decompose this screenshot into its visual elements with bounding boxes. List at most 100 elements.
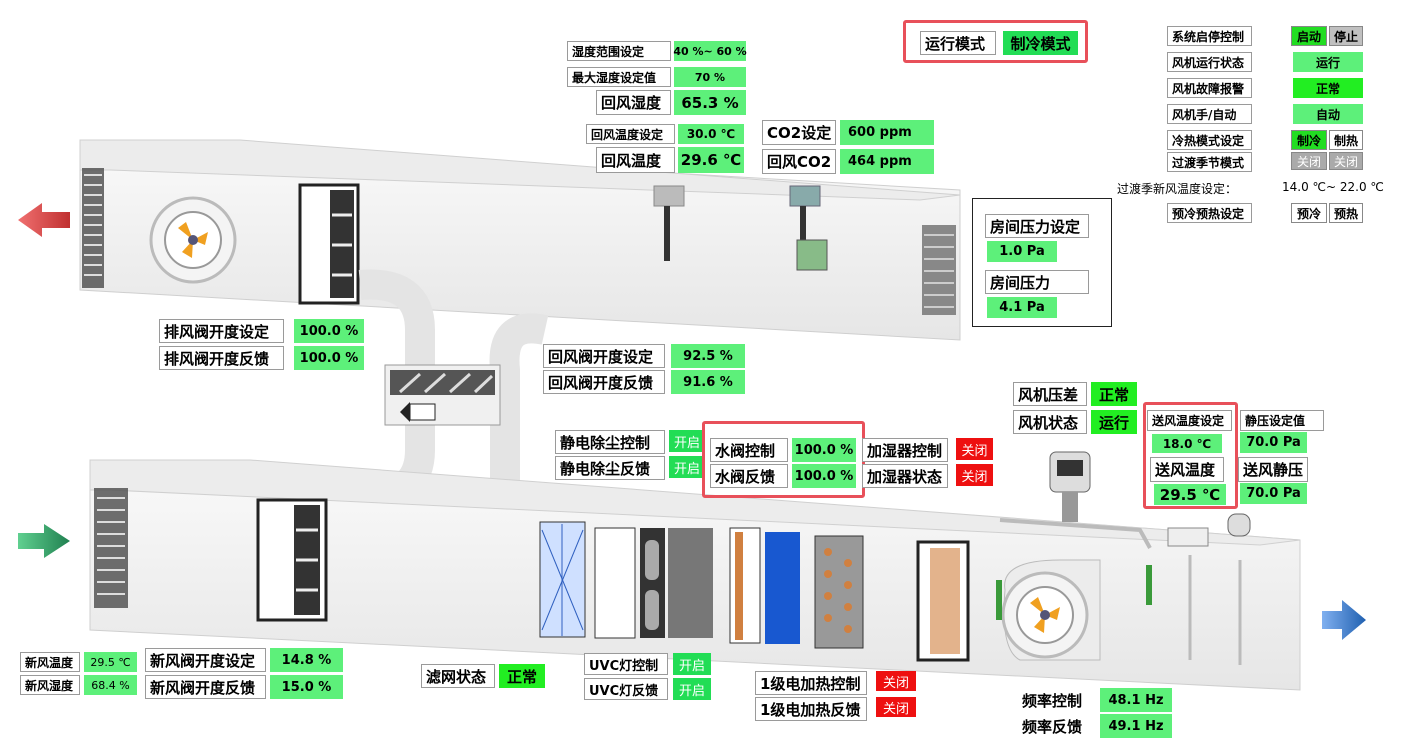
fresh-damper-fb-value: 15.0 % — [270, 675, 343, 699]
filter-label: 滤网状态 — [421, 664, 495, 688]
heater-fb-label: 1级电加热反馈 — [755, 697, 867, 721]
heater-fb-value: 关闭 — [876, 697, 916, 717]
fresh-air-temp-value: 29.5 ℃ — [84, 652, 137, 672]
run-mode-highlight — [903, 20, 1088, 63]
uvc-ctrl-value[interactable]: 开启 — [673, 653, 711, 675]
run-mode-label: 运行模式 — [920, 31, 996, 55]
return-damper-set-label: 回风阀开度设定 — [543, 344, 665, 368]
frequency-ctrl-value[interactable]: 48.1 Hz — [1100, 688, 1172, 712]
fresh-damper-set-value[interactable]: 14.8 % — [270, 648, 343, 672]
exhaust-damper-set-value[interactable]: 100.0 % — [294, 319, 364, 343]
fresh-air-temp-label: 新风温度 — [20, 652, 80, 672]
precool-label: 预冷预热设定 — [1167, 203, 1252, 223]
return-damper-fb-value: 91.6 % — [671, 370, 745, 394]
frequency-fb-label: 频率反馈 — [1018, 714, 1094, 738]
supply-temp-set-value[interactable]: 18.0 ℃ — [1152, 434, 1222, 453]
frequency-ctrl-label: 频率控制 — [1018, 688, 1094, 712]
precool-button[interactable]: 预冷 — [1291, 203, 1327, 223]
esp-ctrl-label: 静电除尘控制 — [555, 430, 665, 454]
fresh-air-arrow-icon — [18, 524, 70, 558]
fresh-damper-set-label: 新风阀开度设定 — [145, 648, 266, 672]
return-temp-label: 回风温度 — [596, 147, 675, 173]
humidifier-ctrl-label: 加湿器控制 — [862, 438, 948, 462]
supply-temp-set-label: 送风温度设定 — [1147, 410, 1232, 431]
transition-close-button-1[interactable]: 关闭 — [1291, 152, 1327, 170]
preheat-button[interactable]: 预热 — [1329, 203, 1363, 223]
hc-mode-label: 冷热模式设定 — [1167, 130, 1252, 150]
fresh-damper-fb-label: 新风阀开度反馈 — [145, 675, 266, 699]
sensor-icon — [653, 185, 1251, 547]
humidity-max-label: 最大湿度设定值 — [567, 67, 671, 87]
fan-dp-value: 正常 — [1091, 382, 1137, 406]
return-duct — [79, 139, 961, 341]
co2-value: 464 ppm — [840, 149, 934, 174]
water-valve-fb-value: 100.0 % — [792, 464, 856, 488]
return-temp-set-value[interactable]: 30.0 ℃ — [678, 124, 744, 144]
transition-label: 过渡季节模式 — [1167, 152, 1252, 172]
transition-temp-label: 过渡季新风温度设定： — [1117, 182, 1238, 196]
water-valve-ctrl-label: 水阀控制 — [710, 438, 788, 462]
return-humidity-label: 回风湿度 — [596, 90, 671, 115]
supply-duct — [89, 459, 1301, 691]
static-pressure-label: 送风静压 — [1238, 457, 1308, 482]
cool-button[interactable]: 制冷 — [1291, 130, 1327, 150]
supply-temp-label: 送风温度 — [1150, 457, 1224, 482]
supply-arrow-icon — [1322, 600, 1366, 640]
run-mode-value[interactable]: 制冷模式 — [1003, 31, 1078, 55]
room-pressure-label: 房间压力 — [985, 270, 1089, 294]
start-stop-label: 系统启停控制 — [1167, 26, 1252, 46]
uvc-fb-label: UVC灯反馈 — [584, 678, 668, 700]
co2-set-value[interactable]: 600 ppm — [840, 120, 934, 145]
humidifier-status-value: 关闭 — [956, 464, 993, 486]
humidity-max-value[interactable]: 70 % — [674, 67, 746, 87]
fan-mode-label: 风机手/自动 — [1167, 104, 1252, 124]
transition-close-button-2[interactable]: 关闭 — [1329, 152, 1363, 170]
co2-set-label: CO2设定 — [762, 120, 836, 145]
esp-fb-label: 静电除尘反馈 — [555, 456, 665, 480]
exhaust-damper-fb-label: 排风阀开度反馈 — [159, 346, 284, 370]
supply-temp-highlight — [1143, 402, 1238, 509]
start-button[interactable]: 启动 — [1291, 26, 1327, 46]
transition-temp-value[interactable]: 14.0 ℃~ 22.0 ℃ — [1282, 180, 1384, 194]
static-pressure-set-label: 静压设定值 — [1240, 410, 1324, 431]
static-pressure-value: 70.0 Pa — [1240, 483, 1307, 504]
room-pressure-set-value[interactable]: 1.0 Pa — [987, 241, 1057, 262]
fan-mode-value[interactable]: 自动 — [1293, 104, 1363, 124]
heater-ctrl-value[interactable]: 关闭 — [876, 671, 916, 691]
fan-run-label: 风机运行状态 — [1167, 52, 1252, 72]
fan-fault-label: 风机故障报警 — [1167, 78, 1252, 98]
uvc-fb-value: 开启 — [673, 678, 711, 700]
room-pressure-set-label: 房间压力设定 — [985, 214, 1089, 238]
frequency-fb-value: 49.1 Hz — [1100, 714, 1172, 738]
static-pressure-set-value[interactable]: 70.0 Pa — [1240, 432, 1307, 453]
uvc-ctrl-label: UVC灯控制 — [584, 653, 668, 675]
return-damper-set-value[interactable]: 92.5 % — [671, 344, 745, 368]
fresh-air-hum-value: 68.4 % — [84, 675, 137, 695]
water-valve-ctrl-value[interactable]: 100.0 % — [792, 438, 856, 462]
exhaust-damper-set-label: 排风阀开度设定 — [159, 319, 284, 343]
return-humidity-value: 65.3 % — [674, 90, 746, 115]
humidifier-status-label: 加湿器状态 — [862, 464, 948, 488]
fan-dp-label: 风机压差 — [1013, 382, 1087, 406]
stop-button[interactable]: 停止 — [1329, 26, 1363, 46]
room-pressure-value: 4.1 Pa — [987, 297, 1057, 318]
fan-status-label: 风机状态 — [1013, 410, 1087, 434]
heater-ctrl-label: 1级电加热控制 — [755, 671, 867, 695]
supply-temp-value: 29.5 ℃ — [1154, 484, 1226, 505]
exhaust-damper-fb-value: 100.0 % — [294, 346, 364, 370]
fresh-air-hum-label: 新风湿度 — [20, 675, 80, 695]
humidity-range-value[interactable]: 40 %~ 60 % — [673, 41, 747, 61]
humidity-range-label: 湿度范围设定 — [567, 41, 671, 61]
filter-value: 正常 — [499, 664, 545, 688]
return-temp-set-label: 回风温度设定 — [586, 124, 675, 144]
exhaust-arrow-icon — [18, 203, 70, 237]
heat-button[interactable]: 制热 — [1329, 130, 1363, 150]
co2-label: 回风CO2 — [762, 149, 836, 174]
return-damper-fb-label: 回风阀开度反馈 — [543, 370, 665, 394]
fan-run-value: 运行 — [1293, 52, 1363, 72]
humidifier-ctrl-value[interactable]: 关闭 — [956, 438, 993, 460]
water-valve-fb-label: 水阀反馈 — [710, 464, 788, 488]
esp-ctrl-value[interactable]: 开启 — [669, 430, 705, 452]
fan-fault-value: 正常 — [1293, 78, 1363, 98]
